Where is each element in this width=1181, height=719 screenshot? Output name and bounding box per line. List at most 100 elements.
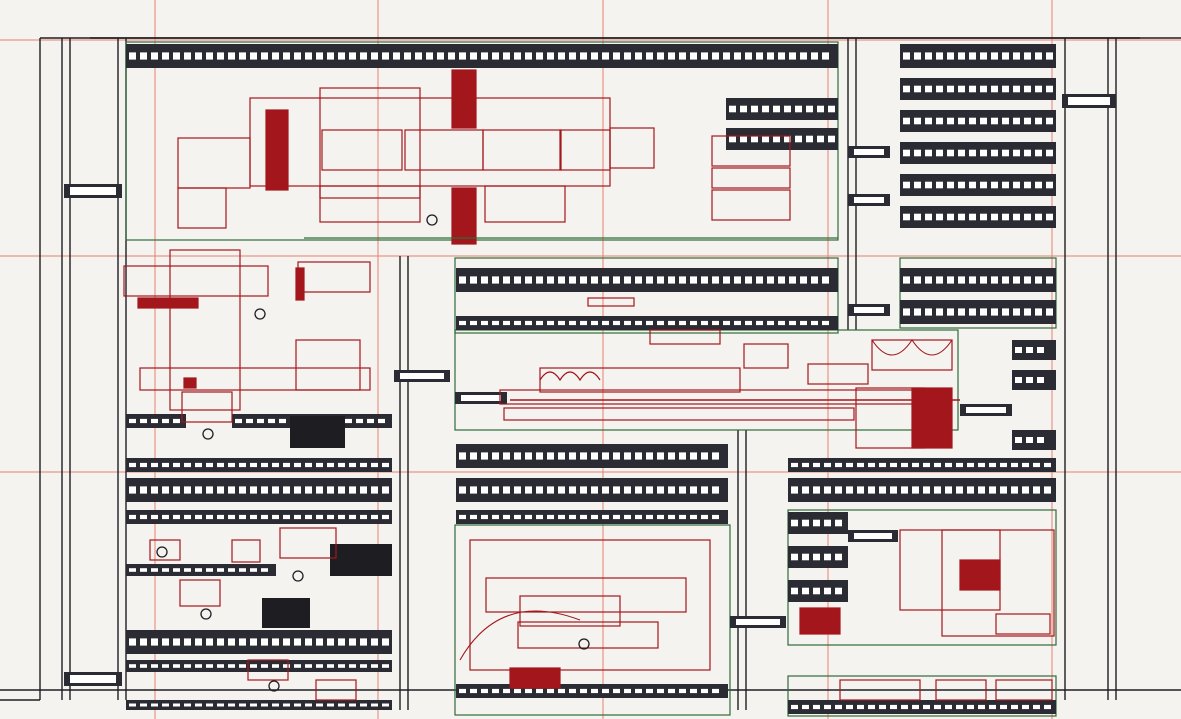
rack-slot: [846, 704, 853, 710]
rack-slot: [294, 664, 301, 668]
rack-slot: [1035, 85, 1042, 93]
rack-slot: [459, 52, 466, 60]
rack-slot: [956, 486, 963, 494]
rack-row: [788, 700, 1056, 714]
rack-slot: [800, 52, 807, 60]
rack-slot: [1035, 52, 1042, 60]
machine-part: [959, 559, 1001, 591]
rack-slot: [914, 308, 921, 316]
rack-slot: [217, 486, 224, 494]
rack-slot: [802, 519, 809, 527]
rack-slot: [261, 52, 268, 60]
rack-slot: [712, 688, 719, 694]
zone-outline: [454, 329, 959, 431]
machine-part: [139, 367, 371, 391]
rack-slot: [767, 276, 774, 284]
rack-slot: [624, 486, 631, 494]
rack-slot: [228, 568, 235, 572]
rack-slot: [481, 486, 488, 494]
rack-slot: [980, 117, 987, 125]
rack-slot: [712, 452, 719, 460]
rack-slot: [536, 514, 543, 520]
rack-slot: [947, 276, 954, 284]
rack-slot: [1037, 347, 1044, 353]
rack-slot: [283, 664, 290, 668]
rack-slot: [712, 52, 719, 60]
rack-slot: [956, 462, 963, 468]
rack-slot: [173, 638, 180, 646]
rack-slot: [305, 462, 312, 468]
machine-part: [179, 579, 221, 607]
rack-slot: [980, 213, 987, 221]
rack-slot: [903, 117, 910, 125]
rack-slot: [360, 703, 367, 707]
rack-slot: [690, 320, 697, 326]
machine-part: [587, 297, 635, 307]
rack-slot: [969, 149, 976, 157]
rack-slot: [657, 52, 664, 60]
rack-slot: [646, 320, 653, 326]
rack-slot: [338, 514, 345, 520]
rack-row: [900, 300, 1056, 324]
rack-slot: [613, 688, 620, 694]
station-marker-icon: [292, 570, 304, 582]
machine-part: [249, 97, 611, 187]
machine-part: [743, 343, 789, 369]
rack-slot: [602, 452, 609, 460]
machine-part: [231, 539, 261, 563]
rack-slot: [206, 664, 213, 668]
rack-slot: [751, 135, 758, 143]
rack-slot: [558, 52, 565, 60]
production-machinery: [123, 69, 1055, 701]
rack-slot: [184, 664, 191, 668]
rack-slot: [470, 514, 477, 520]
rack-slot: [789, 320, 796, 326]
rack-slot: [784, 105, 791, 113]
rack-slot: [492, 688, 499, 694]
rack-slot: [371, 703, 378, 707]
rack-slot: [1013, 308, 1020, 316]
transfer-shuttle-core: [1068, 97, 1110, 105]
rack-slot: [206, 462, 213, 468]
rack-slot: [811, 320, 818, 326]
rack-slot: [1002, 181, 1009, 189]
rack-slot: [1022, 462, 1029, 468]
rack-slot: [980, 85, 987, 93]
rack-slot: [956, 704, 963, 710]
rack-row: [126, 630, 392, 654]
rack-slot: [945, 704, 952, 710]
rack-slot: [356, 418, 363, 424]
rack-slot: [173, 418, 180, 424]
rack-slot: [1044, 704, 1051, 710]
rack-slot: [360, 486, 367, 494]
machine-part: [509, 667, 561, 689]
rack-slot: [140, 418, 147, 424]
rack-slot: [151, 568, 158, 572]
rack-slot: [835, 704, 842, 710]
rack-slot: [668, 52, 675, 60]
rack-slot: [283, 514, 290, 520]
rack-slot: [558, 452, 565, 460]
rack-slot: [1024, 85, 1031, 93]
rack-slot: [923, 462, 930, 468]
rack-slot: [958, 308, 965, 316]
rack-slot: [914, 213, 921, 221]
rack-slot: [903, 52, 910, 60]
rack-slot: [327, 703, 334, 707]
rack-slot: [868, 486, 875, 494]
rack-slot: [514, 320, 521, 326]
rack-slot: [195, 462, 202, 468]
rack-slot: [338, 486, 345, 494]
rack-slot: [492, 514, 499, 520]
rack-slot: [657, 688, 664, 694]
rack-slot: [327, 638, 334, 646]
machine-part: [123, 265, 269, 297]
rack-slot: [316, 462, 323, 468]
rack-slot: [514, 52, 521, 60]
rack-slot: [745, 276, 752, 284]
rack-slot: [646, 688, 653, 694]
rack-slot: [646, 276, 653, 284]
rack-slot: [811, 276, 818, 284]
rack-slot: [261, 462, 268, 468]
rack-slot: [1002, 149, 1009, 157]
